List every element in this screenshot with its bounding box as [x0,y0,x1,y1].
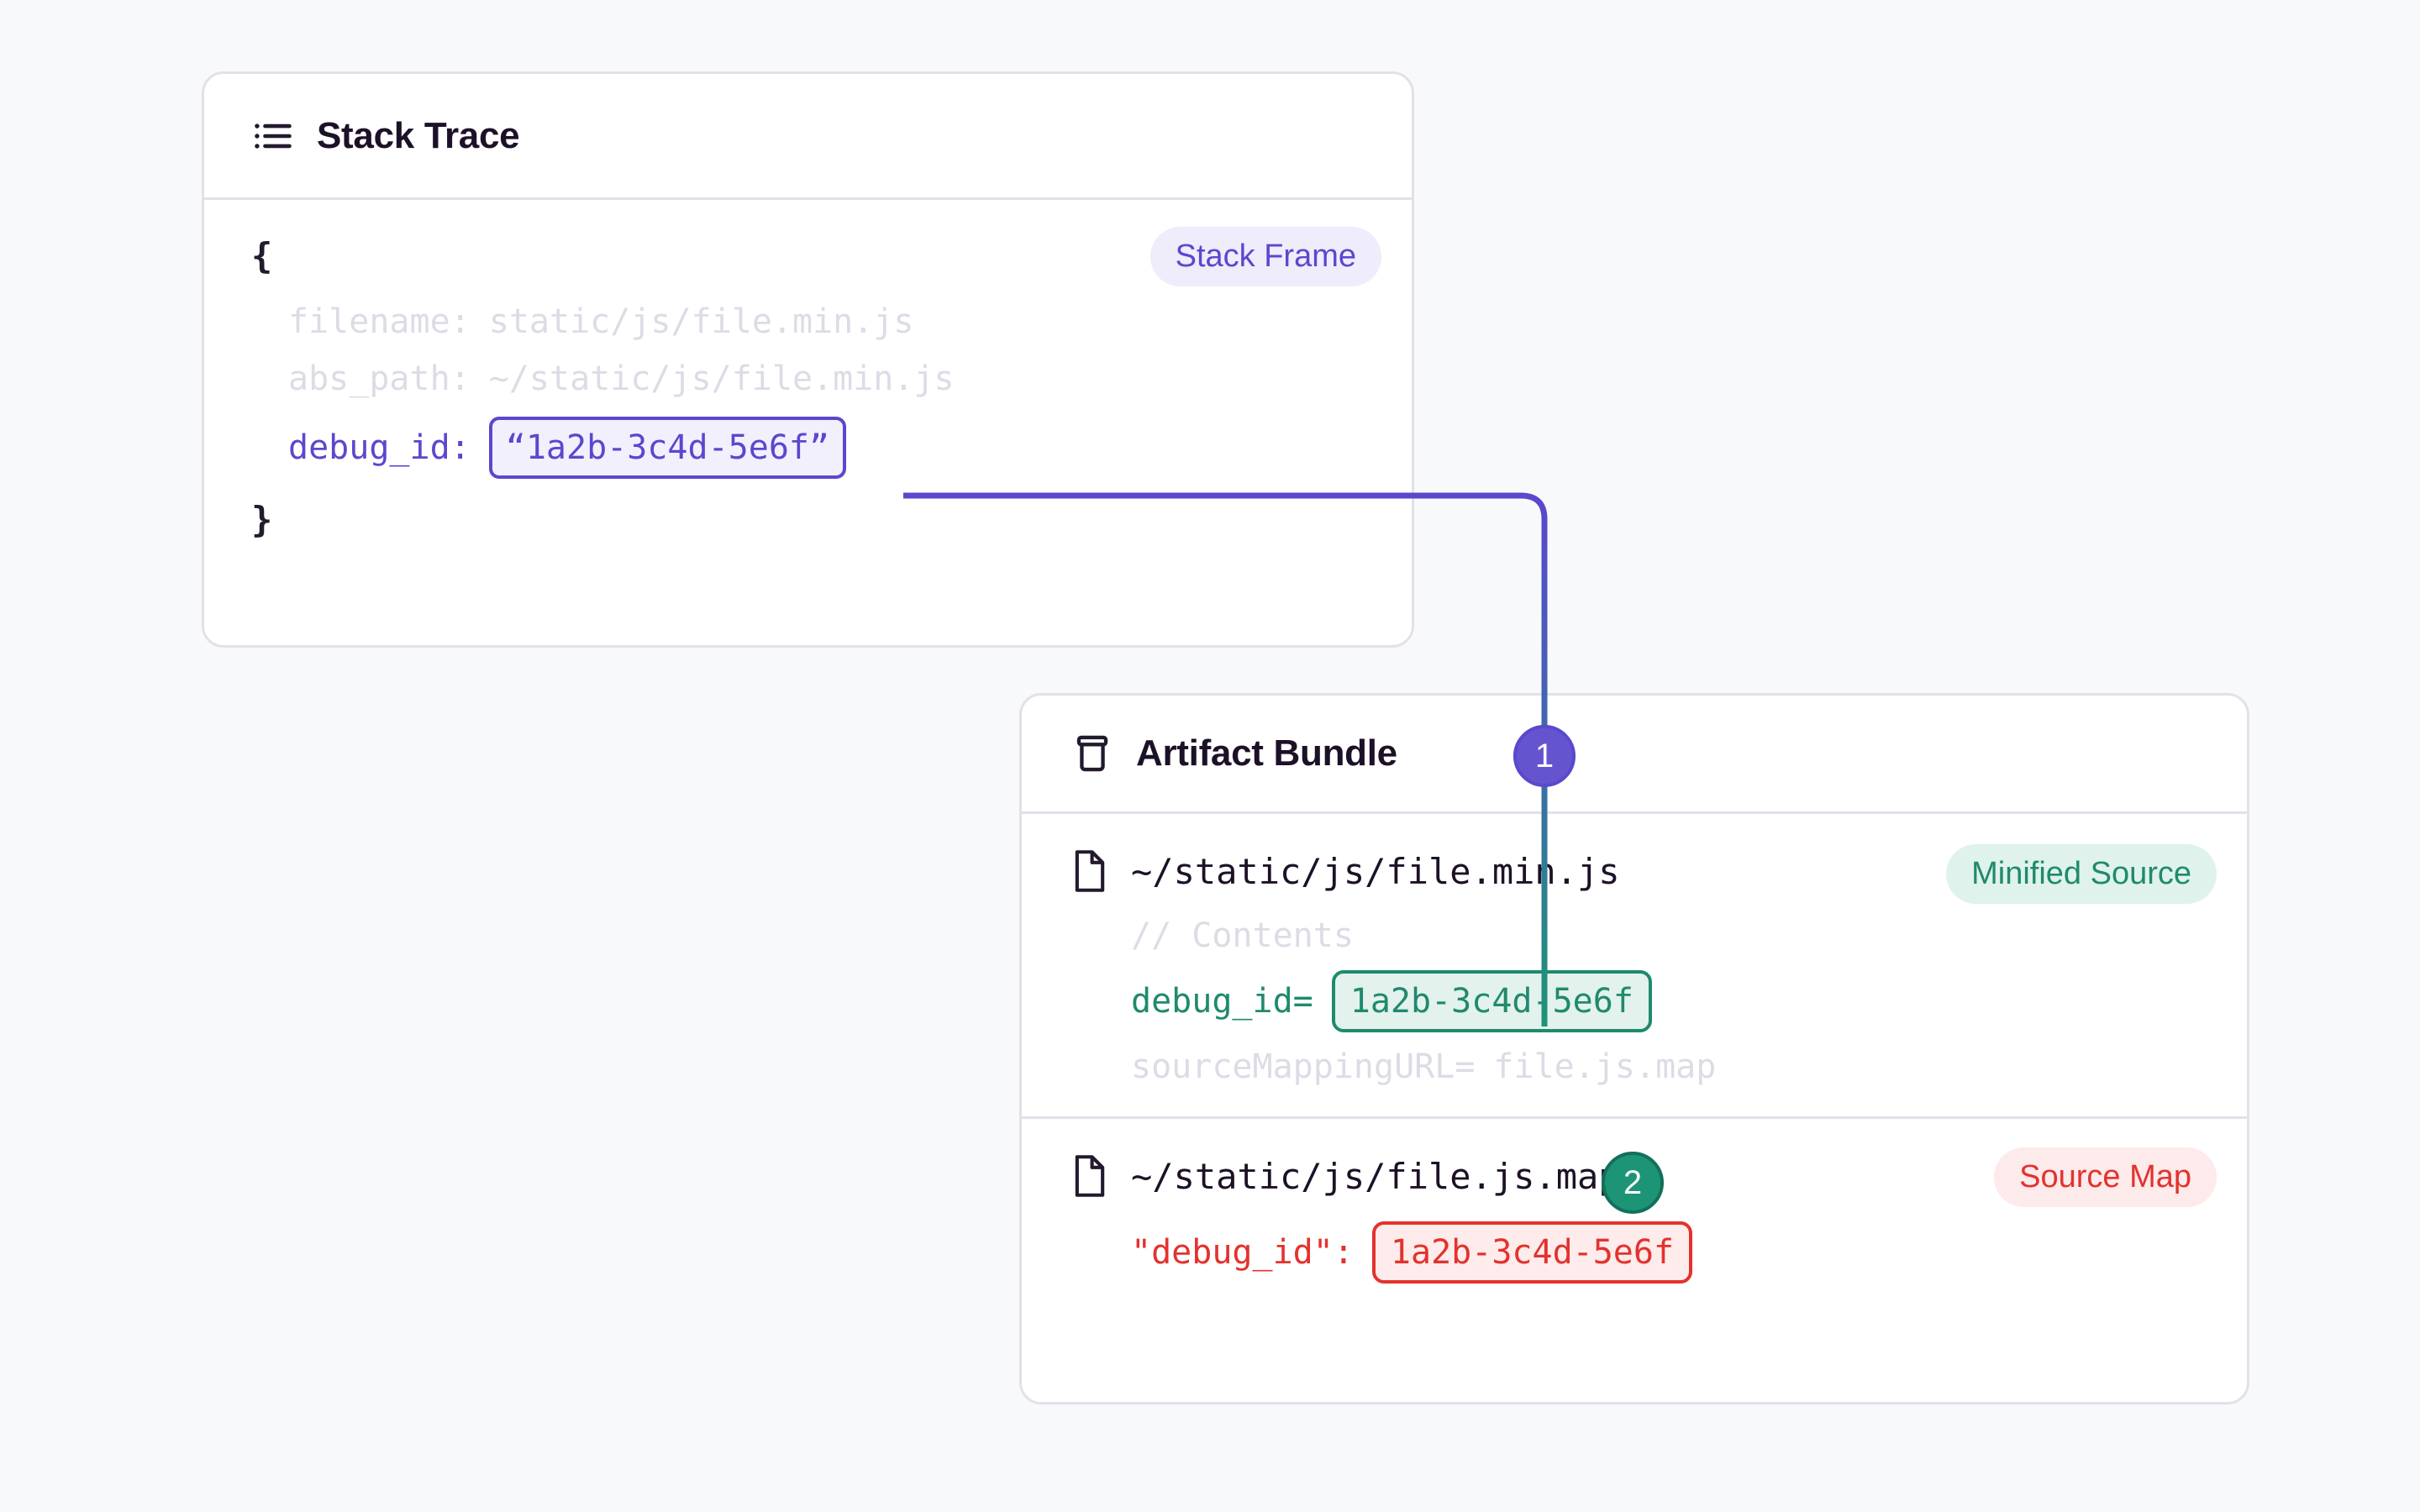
stack-trace-panel: Stack Trace Stack Frame { filename: stat… [202,71,1414,648]
stack-trace-divider [204,197,1412,200]
artifact-bundle-divider [1022,811,2247,814]
open-brace: { [251,235,273,276]
line-source-mapping-url: sourceMappingURL= file.js.map [1131,1047,2198,1086]
file-icon [1071,849,1109,893]
file-section-minified: Minified Source ~/static/js/file.min.js … [1022,814,2247,1086]
status-badge-stack-frame: Stack Frame [1150,227,1381,286]
source-mapping-url-value: file.js.map [1493,1047,1717,1086]
minified-debug-id-chip[interactable]: 1a2b-3c4d-5e6f [1331,970,1652,1032]
field-abs-path-value: ~/static/js/file.min.js [488,360,955,398]
line-minified-debug-id: debug_id= 1a2b-3c4d-5e6f [1131,970,2198,1032]
step-badge-1: 1 [1513,725,1576,787]
artifact-bundle-title: Artifact Bundle [1136,732,1397,774]
line-contents-comment: // Contents [1131,916,1354,955]
field-filename-value: static/js/file.min.js [488,302,914,341]
artifact-bundle-panel: Artifact Bundle Minified Source ~/static… [1019,693,2249,1404]
source-mapping-url-key: sourceMappingURL= [1131,1047,1476,1086]
list-icon [251,114,295,158]
field-filename-key: filename: [288,302,471,341]
file-lines-minified: // Contents debug_id= 1a2b-3c4d-5e6f sou… [1071,916,2198,1086]
stack-trace-header: Stack Trace [204,74,1412,197]
file-section-sourcemap: Source Map ~/static/js/file.js.map "debu… [1022,1119,2247,1284]
field-abs-path: abs_path: ~/static/js/file.min.js [251,360,1365,398]
field-debug-id-key: debug_id: [288,428,471,467]
stack-trace-title: Stack Trace [317,114,520,156]
artifact-bundle-header: Artifact Bundle [1022,696,2247,811]
file-row-sourcemap[interactable]: ~/static/js/file.js.map [1071,1154,2198,1198]
minified-debug-id-key: debug_id= [1131,982,1313,1021]
sourcemap-debug-id-key: "debug_id": [1131,1233,1354,1272]
file-lines-sourcemap: "debug_id": 1a2b-3c4d-5e6f [1071,1221,2198,1284]
line-sourcemap-debug-id: "debug_id": 1a2b-3c4d-5e6f [1131,1221,2198,1284]
field-debug-id: debug_id: “1a2b-3c4d-5e6f” [251,417,1365,479]
stack-trace-body: Stack Frame { filename: static/js/file.m… [204,200,1412,538]
sourcemap-debug-id-chip[interactable]: 1a2b-3c4d-5e6f [1371,1221,1693,1284]
file-name-sourcemap: ~/static/js/file.js.map [1131,1155,1620,1197]
field-abs-path-key: abs_path: [288,360,471,398]
file-name-minified: ~/static/js/file.min.js [1131,850,1620,892]
field-filename: filename: static/js/file.min.js [251,302,1365,341]
file-icon [1071,1154,1109,1198]
status-badge-source-map: Source Map [1994,1147,2217,1207]
step-badge-2: 2 [1602,1152,1664,1214]
debug-id-value-chip[interactable]: “1a2b-3c4d-5e6f” [488,417,847,479]
package-icon [1071,732,1114,775]
status-badge-minified-source: Minified Source [1946,844,2217,904]
close-brace: } [251,499,273,540]
